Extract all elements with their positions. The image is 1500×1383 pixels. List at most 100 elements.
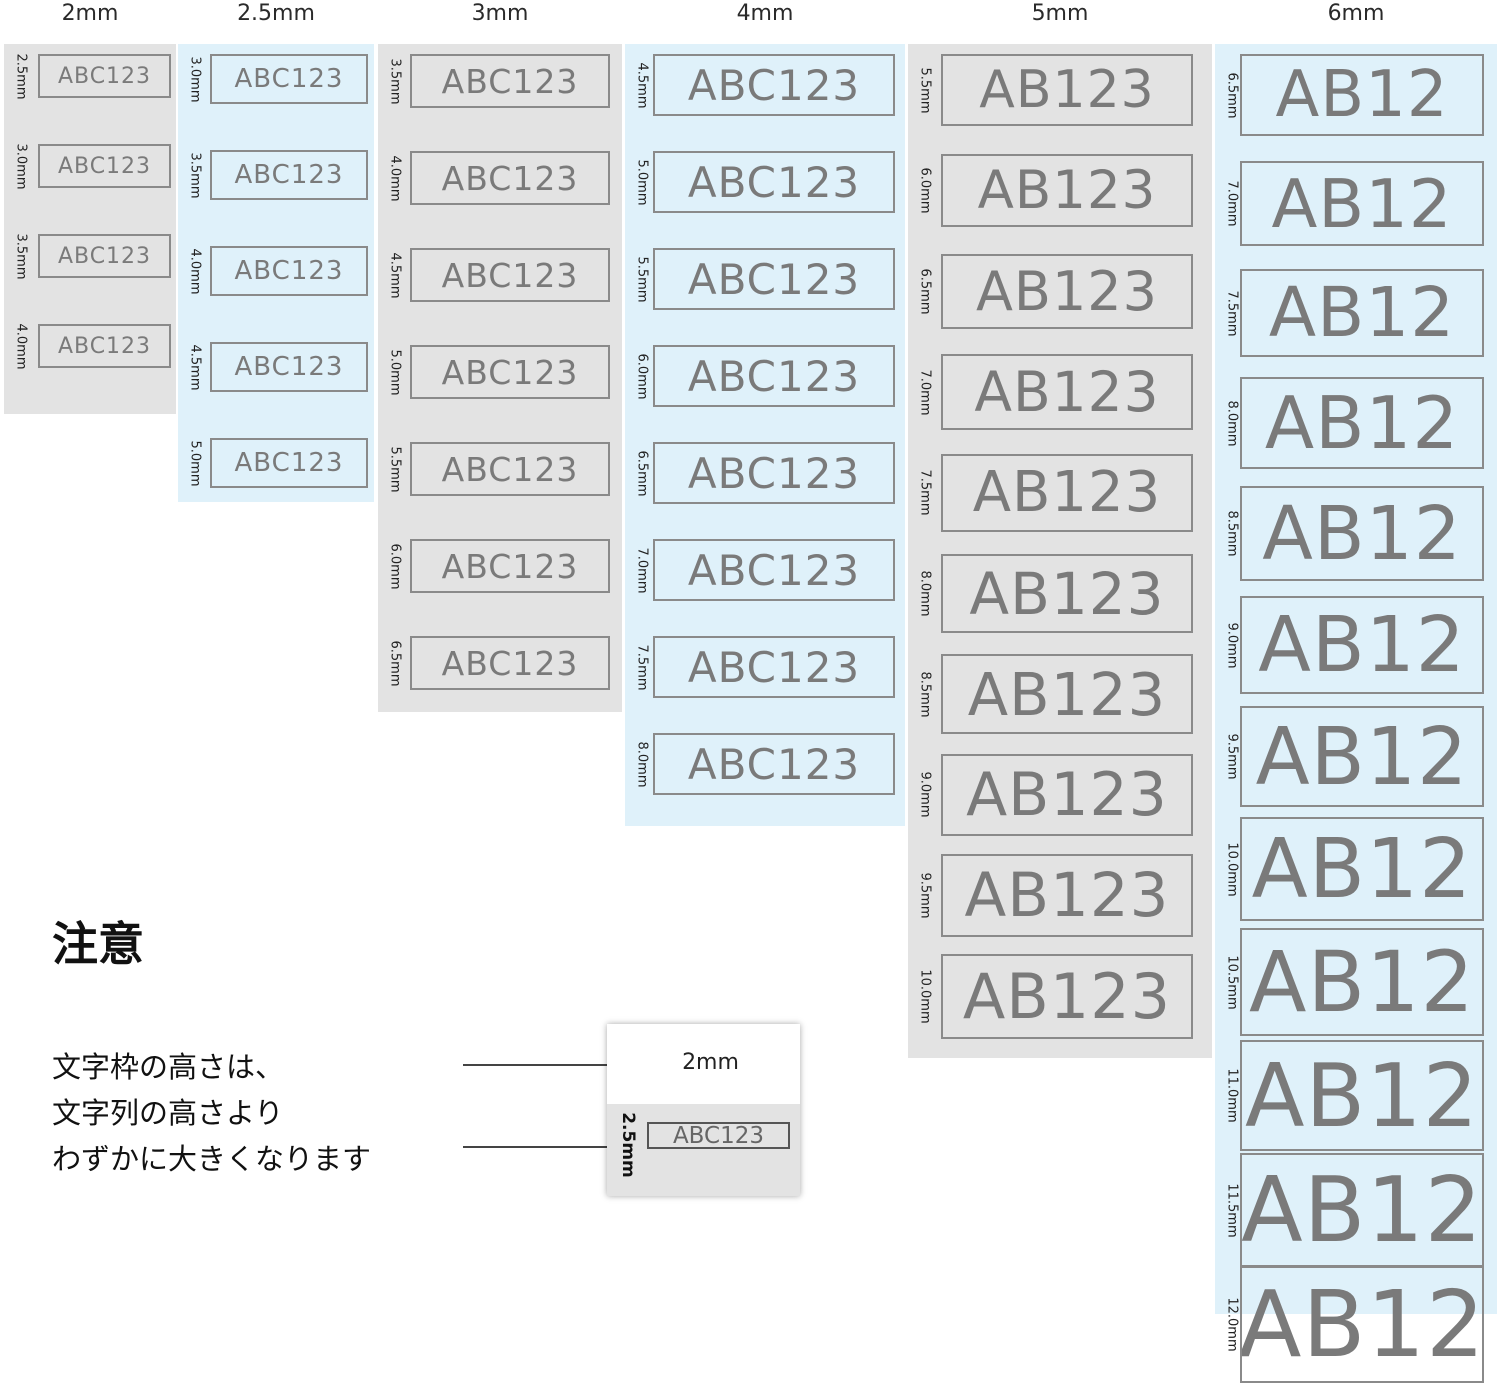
size-row-2.5mm-4.0mm: 4.0mm ABC123 — [186, 246, 370, 296]
sample-text: AB12 — [1240, 1271, 1484, 1379]
example-body: 2.5mm ABC123 — [607, 1104, 800, 1196]
size-row-2.5mm-3.0mm: 3.0mm ABC123 — [186, 54, 370, 104]
sample-text: ABC123 — [687, 739, 861, 789]
sample-text: AB123 — [975, 259, 1159, 323]
frame-height-label: 5.0mm — [186, 438, 204, 488]
sample-text: ABC123 — [441, 255, 579, 295]
text-frame: AB123 — [941, 54, 1193, 126]
frame-height-text: 5.5mm — [634, 255, 650, 303]
sample-text: ABC123 — [687, 448, 861, 498]
frame-height-label: 6.0mm — [633, 345, 651, 407]
frame-height-label: 3.0mm — [186, 54, 204, 104]
sample-text: AB12 — [1255, 710, 1469, 803]
text-frame: AB123 — [941, 854, 1193, 938]
sample-text: AB12 — [1251, 821, 1473, 917]
frame-height-text: 9.5mm — [1224, 733, 1240, 780]
text-frame: ABC123 — [210, 246, 368, 296]
sample-text: AB12 — [1268, 273, 1456, 354]
sample-text: ABC123 — [687, 642, 861, 692]
text-frame: ABC123 — [210, 438, 368, 488]
size-row-3mm-4.5mm: 4.5mm ABC123 — [386, 248, 618, 302]
frame-height-text: 4.0mm — [187, 247, 203, 295]
frame-height-label: 11.5mm — [1223, 1153, 1241, 1267]
text-frame: ABC123 — [653, 248, 895, 310]
text-frame: AB12 — [1240, 269, 1484, 358]
frame-height-label: 10.0mm — [1223, 817, 1241, 921]
frame-height-text: 6.0mm — [387, 542, 403, 590]
text-frame: ABC123 — [653, 54, 895, 116]
size-row-6mm-10.0mm: 10.0mm AB12 — [1223, 817, 1493, 922]
size-row-6mm-9.5mm: 9.5mm AB12 — [1223, 706, 1493, 808]
sample-text: ABC123 — [687, 545, 861, 595]
frame-height-label: 12.0mm — [1223, 1266, 1241, 1383]
sample-text: ABC123 — [687, 157, 861, 207]
size-row-4mm-6.0mm: 6.0mm ABC123 — [633, 345, 901, 407]
frame-height-label: 3.0mm — [12, 142, 30, 190]
text-frame: AB12 — [1240, 928, 1484, 1036]
sample-text: AB123 — [964, 860, 1170, 932]
sample-text: ABC123 — [687, 351, 861, 401]
sample-text: ABC123 — [57, 153, 152, 179]
text-frame: AB123 — [941, 254, 1193, 329]
sample-text: AB12 — [1249, 933, 1475, 1032]
size-row-6mm-7.5mm: 7.5mm AB12 — [1223, 269, 1493, 358]
text-frame: AB12 — [1240, 817, 1484, 922]
frame-height-label: 9.5mm — [1223, 706, 1241, 807]
frame-height-label: 6.5mm — [916, 254, 934, 329]
sample-text: ABC123 — [441, 61, 579, 101]
frame-height-text: 3.5mm — [387, 57, 403, 105]
example-frame-height: 2.5mm — [618, 1112, 639, 1178]
frame-height-text: 8.0mm — [634, 740, 650, 788]
sample-text: ABC123 — [687, 60, 861, 110]
frame-height-label: 8.0mm — [916, 554, 934, 633]
frame-height-label: 5.5mm — [916, 54, 934, 126]
frame-height-text: 4.0mm — [387, 154, 403, 202]
text-frame: AB12 — [1240, 1040, 1484, 1152]
text-frame: ABC123 — [38, 234, 171, 278]
leader-line-frame-height — [463, 1146, 641, 1148]
frame-height-label: 5.5mm — [386, 442, 404, 496]
example-text-frame: ABC123 — [647, 1122, 790, 1149]
frame-height-text: 8.5mm — [1224, 510, 1240, 557]
frame-height-text: 6.0mm — [634, 352, 650, 400]
frame-height-text: 9.0mm — [1224, 621, 1240, 669]
note-title: 注意 — [52, 917, 144, 971]
frame-height-text: 4.5mm — [187, 343, 203, 391]
frame-height-label: 9.0mm — [1223, 596, 1241, 694]
frame-height-label: 7.0mm — [633, 539, 651, 601]
frame-height-label: 7.5mm — [1223, 269, 1241, 357]
frame-height-label: 3.5mm — [386, 54, 404, 108]
frame-height-label: 4.5mm — [386, 248, 404, 302]
frame-height-label: 4.0mm — [12, 323, 30, 369]
sample-text: AB123 — [974, 360, 1160, 425]
frame-height-text: 5.5mm — [917, 66, 933, 114]
frame-height-text: 10.0mm — [917, 969, 933, 1024]
frame-height-text: 8.5mm — [917, 671, 933, 718]
frame-height-label: 6.0mm — [386, 539, 404, 593]
text-frame: ABC123 — [653, 636, 895, 698]
sample-text: ABC123 — [57, 243, 152, 269]
sample-text: AB12 — [1264, 381, 1460, 466]
example-card: 2mm 2.5mm ABC123 — [607, 1024, 800, 1196]
note-line-3: わずかに大きくなります — [52, 1142, 372, 1176]
text-frame: ABC123 — [210, 54, 368, 104]
size-row-4mm-7.0mm: 7.0mm ABC123 — [633, 539, 901, 601]
sample-text: ABC123 — [234, 160, 344, 190]
frame-height-text: 3.0mm — [13, 142, 29, 190]
